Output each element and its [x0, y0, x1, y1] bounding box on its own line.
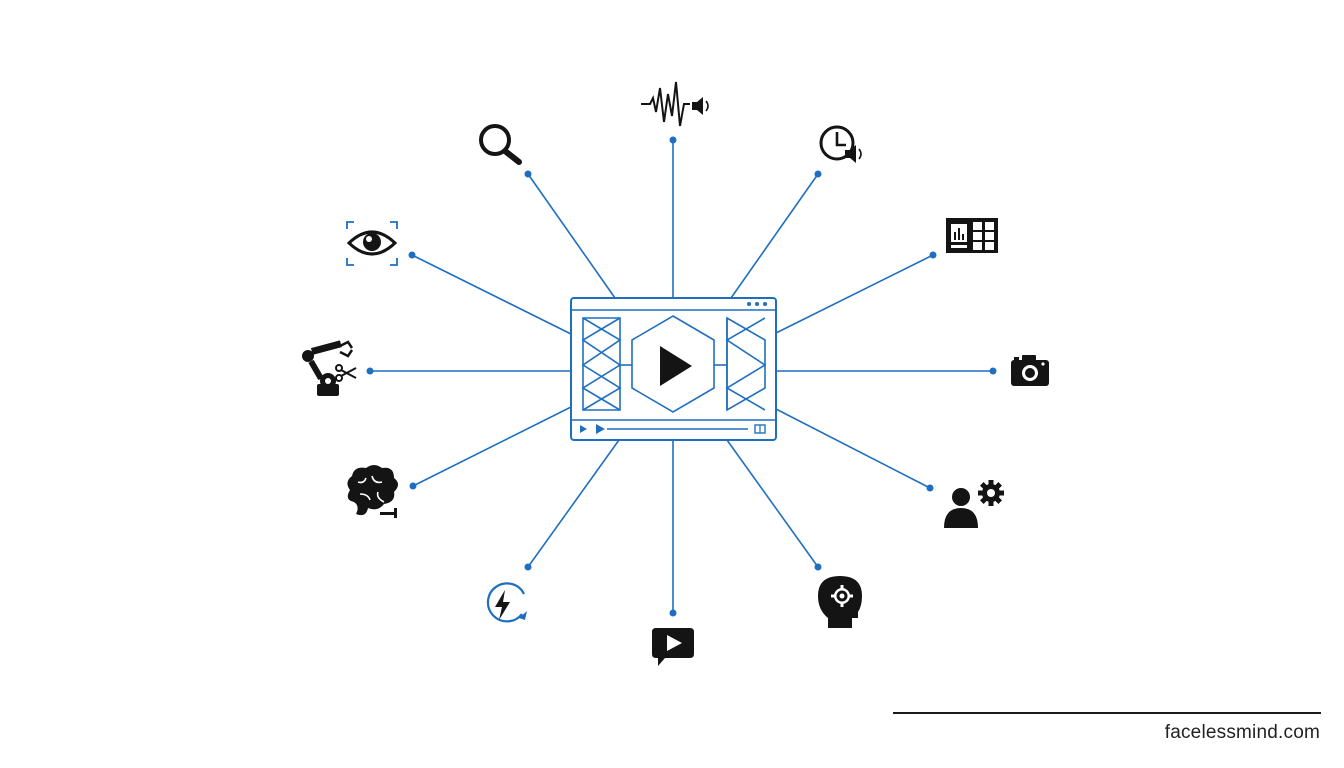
- clock-speaker-icon: [819, 125, 862, 163]
- endpoint-dot: [409, 482, 417, 490]
- eye-focus-icon: [346, 221, 398, 266]
- connector-eye: [411, 254, 572, 335]
- camera-icon: [1011, 355, 1049, 386]
- connector-head-gear: [726, 439, 819, 568]
- endpoint-dot: [814, 563, 822, 571]
- magnifier-icon: [479, 124, 522, 165]
- endpoint-dot: [926, 484, 934, 492]
- endpoint-dot: [989, 367, 997, 375]
- user-gear-icon: [944, 480, 1004, 528]
- footer-divider: [893, 712, 1321, 714]
- connector-dashboard: [775, 254, 934, 334]
- connector-user-gear: [775, 408, 931, 489]
- connector-brain: [412, 406, 572, 487]
- endpoint-dot: [524, 563, 532, 571]
- endpoint-dot: [669, 136, 677, 144]
- audio-waveform-speaker-icon: [641, 81, 709, 127]
- brain-key-icon: [347, 465, 398, 518]
- video-chat-icon: [652, 628, 694, 666]
- dashboard-grid-icon: [946, 218, 998, 253]
- head-gear-icon: [818, 576, 862, 628]
- endpoint-dot: [408, 251, 416, 259]
- connector-lightning: [527, 439, 620, 568]
- lightning-refresh-icon: [486, 582, 527, 623]
- endpoint-dot: [366, 367, 374, 375]
- endpoint-dot: [669, 609, 677, 617]
- footer-site-text: facelessmind.com: [1164, 722, 1320, 743]
- connector-clock: [730, 173, 819, 299]
- connector-magnifier: [527, 173, 616, 299]
- endpoint-dot: [929, 251, 937, 259]
- robot-arm-scissors-icon: [302, 340, 357, 396]
- video-player-icon: [570, 297, 777, 441]
- endpoint-dot: [524, 170, 532, 178]
- endpoint-dot: [814, 170, 822, 178]
